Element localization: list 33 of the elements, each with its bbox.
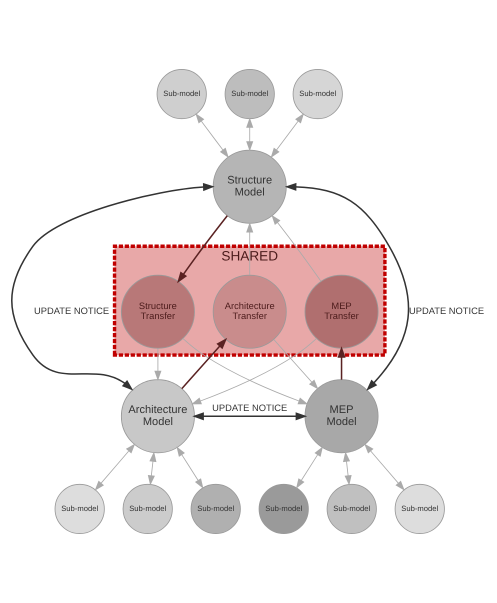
arrow [195,113,229,158]
edge-label: UPDATE NOTICE [408,306,484,316]
edge-label: UPDATE NOTICE [212,403,288,414]
node-circle: Sub-model [156,68,207,120]
arrow [176,446,204,489]
arrow [342,452,352,486]
arrow [177,215,228,284]
node-circle: Sub-model [258,484,309,534]
node-circle: Sub-model [54,484,105,534]
arrow [284,182,410,391]
arrow [181,338,228,390]
arrow [271,214,322,282]
node-circle: Sub-model [326,484,377,534]
arrow [154,348,162,381]
arrow [246,222,254,276]
arrow [270,113,304,158]
arrow [94,443,136,491]
arrow [338,346,346,380]
arrow [148,452,156,486]
node-circle: Sub-model [394,484,445,534]
arrow [296,446,323,489]
node-circle: Sub-model [122,484,173,534]
arrow [192,412,308,420]
arrow [11,182,215,391]
arrow [273,339,318,390]
node-circle: Sub-model [224,68,275,120]
arrow [246,118,254,152]
node-circle: Sub-model [190,484,241,534]
node-circle: MEP Transfer [304,274,379,349]
arrow [364,443,405,491]
edge-label: UPDATE NOTICE [34,306,110,316]
node-circle: Structure Transfer [120,274,195,349]
node-circle: Sub-model [292,68,343,120]
